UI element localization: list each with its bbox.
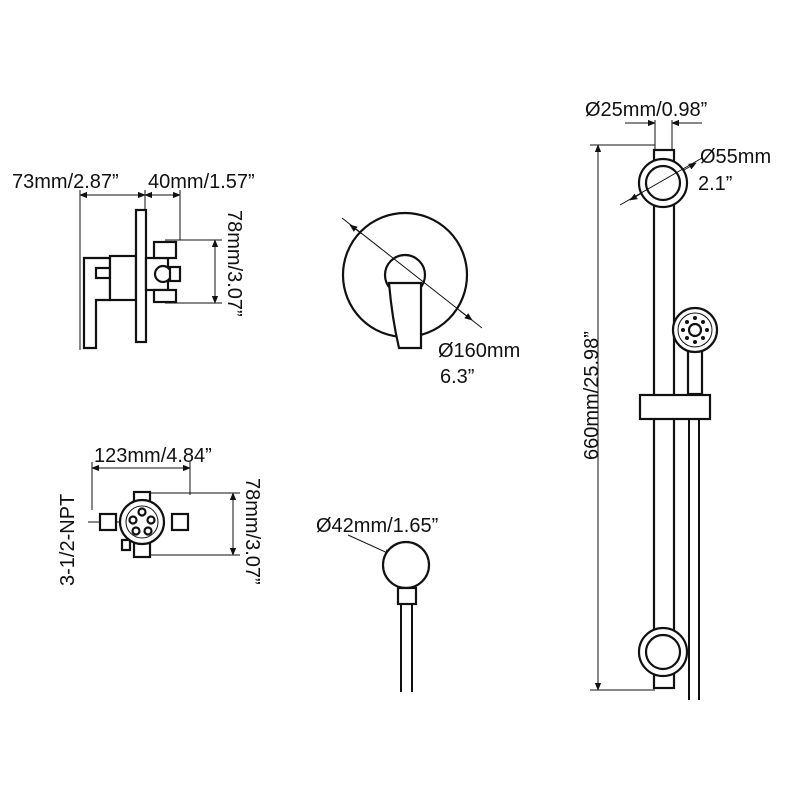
rail-diameter-label: Ø25mm/0.98”	[585, 99, 707, 121]
valve-side-view: 73mm/2.87” 40mm/1.57” 78mm/3.07”	[12, 171, 255, 350]
valve-height-label: 78mm/3.07”	[223, 210, 245, 317]
wall-outlet: Ø42mm/1.65”	[316, 515, 438, 692]
trim-plate-front-view: Ø160mm 6.3”	[341, 211, 520, 388]
valve-depth-front-label: 40mm/1.57”	[148, 171, 255, 193]
bracket-diameter-in-label: 2.1”	[698, 173, 732, 195]
outlet-diameter-label: Ø42mm/1.65”	[316, 515, 438, 537]
rough-in-connection-label: 3-1/2-NPT	[57, 494, 79, 586]
slide-rail-assembly: Ø25mm/0.98” Ø55mm 2.1” 660mm/25.98”	[581, 99, 771, 700]
rail-length-label: 660mm/25.98”	[581, 331, 603, 460]
rough-in-height-label: 78mm/3.07”	[241, 478, 263, 585]
trim-diameter-mm-label: Ø160mm	[438, 340, 520, 362]
valve-depth-back-label: 73mm/2.87”	[12, 171, 119, 193]
rough-in-width-label: 123mm/4.84”	[94, 445, 212, 467]
bracket-diameter-mm-label: Ø55mm	[700, 146, 771, 168]
trim-diameter-in-label: 6.3”	[440, 366, 474, 388]
rough-in-valve: 123mm/4.84” 78mm/3.07” 3-1/2-NPT	[57, 445, 263, 586]
spray-nozzles	[681, 316, 709, 344]
